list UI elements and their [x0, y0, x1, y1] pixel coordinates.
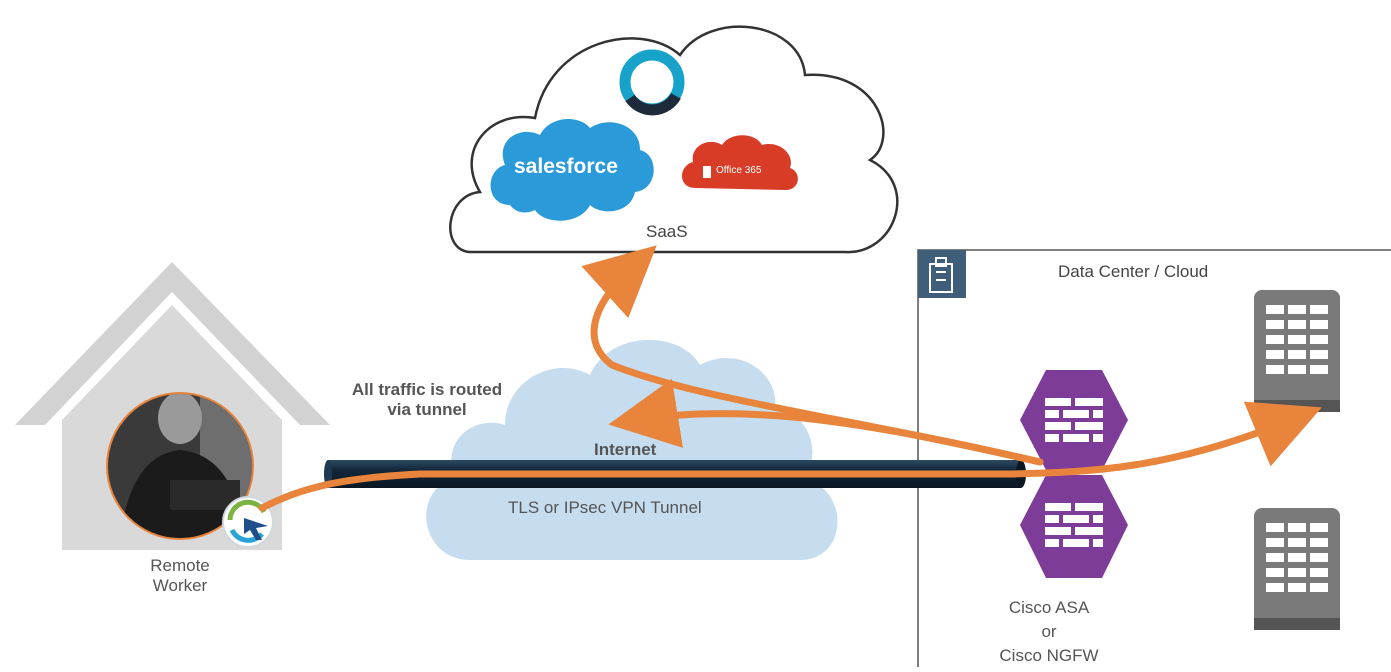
office365-logo: [681, 135, 798, 190]
firewall-line2: or: [1041, 622, 1057, 641]
arrow-to-server: [1006, 401, 1322, 478]
datacenter-title: Data Center / Cloud: [1058, 262, 1209, 281]
server-bottom: [1254, 508, 1340, 630]
tunnel-label: TLS or IPsec VPN Tunnel: [508, 498, 702, 517]
internet-label: Internet: [594, 440, 657, 459]
remote-worker-label: Remote Worker: [120, 556, 240, 596]
traffic-arrows: [258, 245, 1322, 512]
arrow-to-saas: [581, 245, 1044, 466]
routing-note: All traffic is routed via tunnel: [322, 380, 532, 420]
office365-logo-text: Office 365: [716, 165, 762, 176]
remote-worker-line1: Remote: [150, 556, 210, 575]
internet-cloud: [426, 339, 838, 560]
firewall-label: Cisco ASA or Cisco NGFW: [984, 596, 1114, 668]
salesforce-logo: [490, 118, 654, 221]
saas-label: SaaS: [646, 222, 688, 241]
remote-worker-avatar: [106, 392, 254, 540]
remote-worker-line2: Worker: [152, 576, 208, 595]
server-top: [1254, 290, 1340, 412]
webex-logo-icon: [619, 49, 685, 116]
firewall-top-icon: [1020, 370, 1128, 470]
firewall-line1: Cisco ASA: [1008, 598, 1090, 617]
routing-note-line2: via tunnel: [387, 400, 467, 419]
building-icon: [918, 250, 966, 298]
arrow-worker-to-tunnel: [258, 470, 1014, 512]
salesforce-logo-text: salesforce: [514, 155, 618, 178]
routing-note-line1: All traffic is routed: [351, 380, 503, 399]
firewall-bottom-icon: [1020, 475, 1128, 578]
firewall-line3: Cisco NGFW: [999, 646, 1099, 665]
